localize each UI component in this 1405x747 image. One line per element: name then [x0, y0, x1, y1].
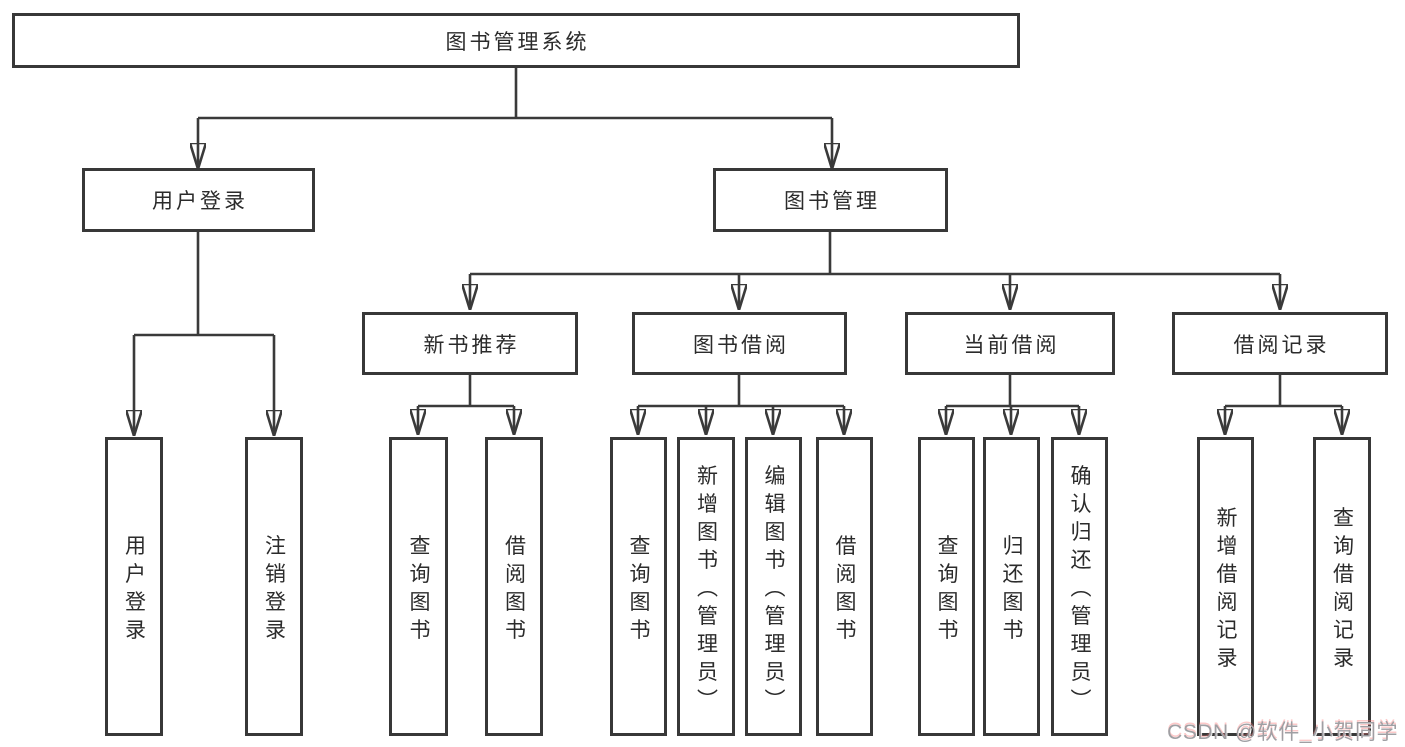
leaf-confirm-return-admin-label: 确认归还（管理员） [1068, 464, 1091, 716]
node-current-borrow: 当前借阅 [905, 312, 1115, 375]
leaf-confirm-return-admin: 确认归还（管理员） [1051, 437, 1108, 736]
leaf-borrow-book-2-label: 借阅图书 [833, 534, 856, 646]
leaf-query-book-1-label: 查询图书 [407, 534, 430, 646]
leaf-return-book: 归还图书 [983, 437, 1040, 736]
leaf-edit-book-admin: 编辑图书（管理员） [745, 437, 802, 736]
node-user-login-label: 用户登录 [152, 190, 248, 213]
node-new-book-rec-label: 新书推荐 [423, 333, 520, 357]
node-current-borrow-label: 当前借阅 [963, 333, 1060, 357]
node-root: 图书管理系统 [12, 13, 1020, 68]
leaf-add-book-admin: 新增图书（管理员） [677, 437, 735, 736]
leaf-edit-book-admin-label: 编辑图书（管理员） [762, 464, 785, 716]
leaf-logout: 注销登录 [245, 437, 303, 736]
leaf-add-book-admin-label: 新增图书（管理员） [694, 464, 718, 716]
leaf-query-book-2: 查询图书 [610, 437, 667, 736]
leaf-add-borrow-record-label: 新增借阅记录 [1214, 506, 1237, 674]
leaf-query-borrow-record-label: 查询借阅记录 [1330, 506, 1354, 674]
node-book-mgmt-label: 图书管理 [784, 190, 880, 213]
node-user-login: 用户登录 [82, 168, 315, 232]
leaf-borrow-book-1-label: 借阅图书 [502, 534, 526, 646]
csdn-watermark: CSDN @软件_小贺同学 [1167, 721, 1398, 744]
leaf-query-book-1: 查询图书 [389, 437, 448, 736]
leaf-add-borrow-record: 新增借阅记录 [1197, 437, 1254, 736]
leaf-query-book-3-label: 查询图书 [935, 534, 958, 646]
leaf-return-book-label: 归还图书 [1000, 534, 1023, 646]
node-borrow-records: 借阅记录 [1172, 312, 1388, 375]
node-book-borrow: 图书借阅 [632, 312, 847, 375]
leaf-user-login-label: 用户登录 [122, 534, 146, 646]
leaf-user-login: 用户登录 [105, 437, 163, 736]
leaf-borrow-book-2: 借阅图书 [816, 437, 873, 736]
node-root-label: 图书管理系统 [445, 30, 590, 54]
leaf-logout-label: 注销登录 [262, 534, 286, 646]
node-book-borrow-label: 图书借阅 [693, 333, 789, 357]
node-borrow-records-label: 借阅记录 [1233, 333, 1330, 357]
node-book-mgmt: 图书管理 [713, 168, 948, 232]
leaf-query-book-3: 查询图书 [918, 437, 975, 736]
leaf-query-book-2-label: 查询图书 [627, 534, 650, 646]
leaf-query-borrow-record: 查询借阅记录 [1313, 437, 1371, 736]
leaf-borrow-book-1: 借阅图书 [485, 437, 543, 736]
node-new-book-rec: 新书推荐 [362, 312, 578, 375]
